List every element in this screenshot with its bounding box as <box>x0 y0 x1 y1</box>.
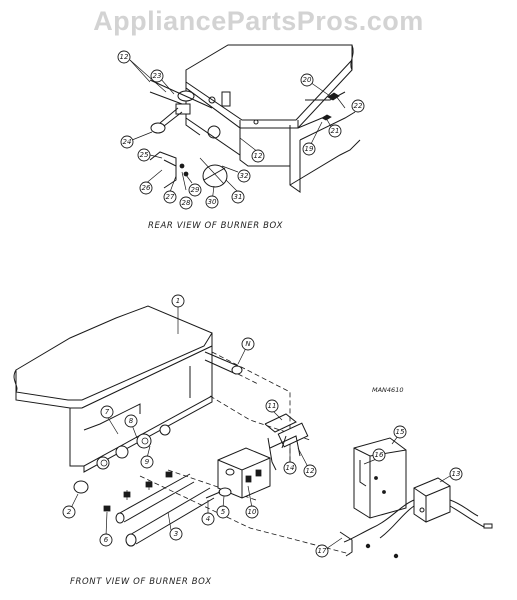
callout-31: 31 <box>231 190 245 204</box>
callout-1: 1 <box>171 294 185 308</box>
svg-text:28: 28 <box>182 199 191 207</box>
svg-text:24: 24 <box>123 138 132 146</box>
svg-text:12: 12 <box>120 53 129 61</box>
svg-text:14: 14 <box>286 464 295 472</box>
callout-4: 4 <box>201 512 215 526</box>
callout-21: 21 <box>328 124 342 138</box>
callout-32: 32 <box>237 169 251 183</box>
callout-5: 5 <box>216 505 230 519</box>
callout-13: 13 <box>449 467 463 481</box>
callout-15: 15 <box>393 425 407 439</box>
svg-text:15: 15 <box>396 428 405 436</box>
svg-text:32: 32 <box>240 172 249 180</box>
svg-text:6: 6 <box>104 536 109 544</box>
svg-text:9: 9 <box>145 458 150 466</box>
callout-25: 25 <box>137 148 151 162</box>
front-callouts: 1 N 7 8 9 3 2 6 4 5 10 11 14 12 13 16 15… <box>62 294 463 558</box>
callout-9: 9 <box>140 455 154 469</box>
svg-text:1: 1 <box>176 297 180 305</box>
svg-text:30: 30 <box>208 198 217 206</box>
callout-24: 24 <box>120 135 134 149</box>
svg-text:16: 16 <box>375 451 384 459</box>
callout-20: 20 <box>300 73 314 87</box>
svg-text:8: 8 <box>129 417 134 425</box>
watermark: AppliancePartsPros.com <box>93 6 424 36</box>
svg-text:N: N <box>245 340 251 348</box>
callout-6: 6 <box>99 533 113 547</box>
callout-12a: 12 <box>117 50 131 64</box>
callout-N: N <box>241 337 255 351</box>
callout-28: 28 <box>179 196 193 210</box>
svg-text:29: 29 <box>191 186 200 194</box>
rear-burner-box <box>129 44 361 203</box>
svg-text:12: 12 <box>254 152 263 160</box>
callout-12-front: 12 <box>303 464 317 478</box>
callout-17: 17 <box>315 544 329 558</box>
svg-text:11: 11 <box>268 402 277 410</box>
drawing-code: MAN4610 <box>372 386 404 394</box>
svg-text:26: 26 <box>142 184 151 192</box>
callout-14: 14 <box>283 461 297 475</box>
rear-callouts: 12 23 24 25 26 27 28 29 30 31 32 20 22 2… <box>117 50 365 210</box>
callout-3: 3 <box>169 527 183 541</box>
svg-text:2: 2 <box>67 508 72 516</box>
svg-text:21: 21 <box>331 127 340 135</box>
callout-11: 11 <box>265 399 279 413</box>
callout-29: 29 <box>188 183 202 197</box>
callout-19: 19 <box>302 142 316 156</box>
callout-22: 22 <box>351 99 365 113</box>
front-view-caption: FRONT VIEW OF BURNER BOX <box>70 577 212 587</box>
svg-text:5: 5 <box>221 508 226 516</box>
svg-text:20: 20 <box>303 76 312 84</box>
callout-30: 30 <box>205 195 219 209</box>
svg-text:31: 31 <box>234 193 243 201</box>
callout-23: 23 <box>150 69 164 83</box>
callout-16: 16 <box>372 448 386 462</box>
svg-text:17: 17 <box>318 547 327 555</box>
svg-text:23: 23 <box>153 72 162 80</box>
front-burner-box <box>13 305 493 559</box>
callout-27: 27 <box>163 190 177 204</box>
svg-text:13: 13 <box>452 470 461 478</box>
svg-text:27: 27 <box>166 193 175 201</box>
callout-12b: 12 <box>251 149 265 163</box>
svg-text:25: 25 <box>140 151 149 159</box>
callout-8: 8 <box>124 414 138 428</box>
svg-text:22: 22 <box>354 102 363 110</box>
svg-text:10: 10 <box>248 508 257 516</box>
callout-10: 10 <box>245 505 259 519</box>
svg-text:3: 3 <box>174 530 178 538</box>
callout-2: 2 <box>62 505 76 519</box>
svg-text:4: 4 <box>206 515 210 523</box>
rear-view-caption: REAR VIEW OF BURNER BOX <box>148 221 283 231</box>
callout-7: 7 <box>100 405 114 419</box>
svg-text:12: 12 <box>306 467 315 475</box>
svg-text:7: 7 <box>105 408 110 416</box>
callout-26: 26 <box>139 181 153 195</box>
svg-text:19: 19 <box>305 145 314 153</box>
